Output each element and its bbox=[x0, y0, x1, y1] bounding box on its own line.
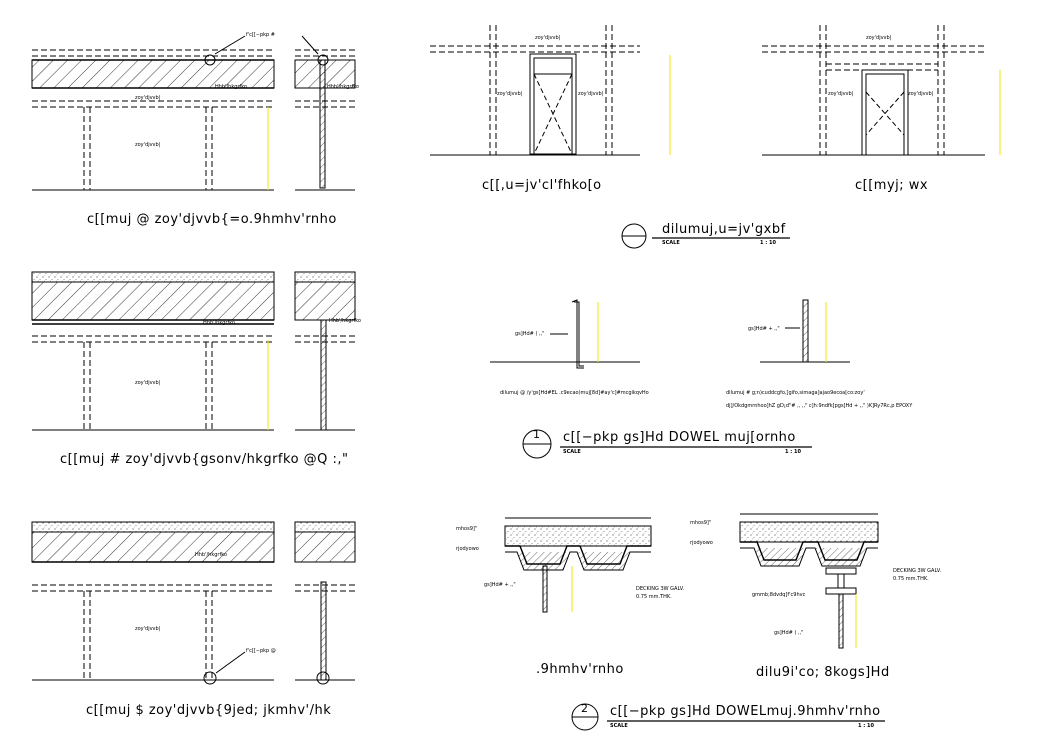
label-zoy-1b: zoy'djvvb| bbox=[135, 142, 161, 148]
label-decking-2a: DECKING 3W GALV. bbox=[893, 568, 942, 574]
caption-door-2: c[[myj; wx bbox=[855, 178, 929, 193]
label-decking-1b: 0.75 mm.THK. bbox=[636, 594, 672, 600]
dowel-detail-1 bbox=[490, 299, 640, 369]
label-zoy-3: zoy'djvvb| bbox=[135, 626, 161, 632]
scale-label-2: SCALE bbox=[563, 449, 581, 455]
door-elevation-1 bbox=[430, 25, 671, 156]
label-hkg-2s: Hhb'/hkgrfko bbox=[329, 318, 361, 324]
label-zoy-2: zoy'djvvb| bbox=[135, 380, 161, 386]
title-markers bbox=[522, 223, 885, 731]
caption-panel-2: c[[muj # zoy'djvvb{gsonv/hkgrfko @Q :," bbox=[60, 452, 349, 467]
label-gs-4: gs]Hd# ( ,," bbox=[774, 630, 804, 636]
label-dowel-note-1: dilumuj @ /y'gs]Hd#EL .c9ecao)muj[8d]#ay… bbox=[500, 390, 649, 396]
label-rjod-2: rjodyowo bbox=[690, 540, 713, 546]
detail-marker-1: 1 bbox=[533, 428, 541, 441]
panel-1-elevation bbox=[31, 35, 275, 191]
panel-3-elevation bbox=[31, 521, 275, 685]
label-hkg-1s: Hhb'/hkgrfko bbox=[327, 84, 359, 90]
label-dowel-note-3: dj]/Okdgmrnhoo]hZ gD¡d"# ,, ,," c]h:9ndf… bbox=[726, 403, 913, 409]
label-zoy-1a: zoy'djvvb| bbox=[135, 95, 161, 101]
label-hkg-1: Hhb'/hkgrfko bbox=[215, 84, 247, 90]
caption-panel-1: c[[muj @ zoy'djvvb{=o.9hmhv'rnho bbox=[87, 212, 337, 227]
label-zoy-d2b: zoy'djvvb| bbox=[908, 91, 934, 97]
caption-decking-1: .9hmhv'rnho bbox=[536, 662, 624, 677]
label-decking-2b: 0.75 mm.THK. bbox=[893, 576, 929, 582]
label-tag-2: f'c[[−pkp @ bbox=[246, 648, 276, 654]
panel-3-section bbox=[294, 521, 356, 685]
detail-marker-2: 2 bbox=[581, 702, 589, 715]
caption-decking-2: dilu9i'co; 8kogs]Hd bbox=[756, 665, 890, 680]
label-tag-1: f'c[[−pkp # bbox=[246, 32, 275, 38]
scale-label-1: SCALE bbox=[662, 240, 680, 246]
decking-detail-2 bbox=[739, 513, 879, 649]
caption-panel-3: c[[muj $ zoy'djvvb{9jed; jkmhv'/hk bbox=[86, 703, 332, 718]
door-elevation-2 bbox=[762, 25, 1001, 156]
label-rjod-1: rjodyowo bbox=[456, 546, 479, 552]
label-hkg-2: Hhb'/hkgrfko bbox=[203, 320, 235, 326]
label-gmmb: gmmb;8dvdq]f'c9hvc bbox=[752, 592, 806, 598]
scale-ratio-2: 1 : 10 bbox=[785, 449, 801, 455]
label-hkg-3: Hhb'/hkgrfko bbox=[195, 552, 227, 558]
label-decking-1a: DECKING 3W GALV. bbox=[636, 586, 685, 592]
label-zoy-d1b: zoy'djvvb| bbox=[578, 91, 604, 97]
dowel-detail-2 bbox=[760, 299, 850, 363]
label-zoy-d2a: zoy'djvvb| bbox=[828, 91, 854, 97]
scale-label-3: SCALE bbox=[610, 723, 628, 729]
label-zoy-d1a: zoy'djvvb| bbox=[497, 91, 523, 97]
scale-ratio-1: 1 : 10 bbox=[760, 240, 776, 246]
panel-1-section bbox=[294, 35, 356, 191]
label-mhos-2: mhos9]" bbox=[690, 520, 712, 526]
caption-decking-detail: c[[−pkp gs]Hd DOWELmuj.9hmhv'rnho bbox=[610, 704, 881, 719]
panel-2-section bbox=[294, 271, 356, 431]
label-gs-1: gs]Hd# ( ,," bbox=[515, 331, 545, 337]
label-mhos-1: mhos9]" bbox=[456, 526, 478, 532]
label-zoy-d1: zoy'djvvb| bbox=[535, 35, 561, 41]
caption-door-1: c[[,u=jv'cl'fhko[o bbox=[482, 178, 602, 193]
caption-dowel-detail: c[[−pkp gs]Hd DOWEL muj[ornho bbox=[563, 430, 796, 445]
panel-2-elevation bbox=[31, 271, 275, 431]
scale-ratio-3: 1 : 10 bbox=[858, 723, 874, 729]
label-dowel-note-2: dilumuj # g;n)cuddcgfo,[gifo,simaga]ajao… bbox=[726, 390, 865, 396]
label-gs-3: gs]Hd# + ,," bbox=[484, 582, 516, 588]
decking-detail-1 bbox=[504, 517, 652, 613]
caption-door-details: dilumuj,u=jv'gxbf bbox=[662, 222, 786, 237]
label-zoy-d2: zoy'djvvb| bbox=[866, 35, 892, 41]
label-gs-2: gs]Hd# + ,," bbox=[748, 326, 780, 332]
